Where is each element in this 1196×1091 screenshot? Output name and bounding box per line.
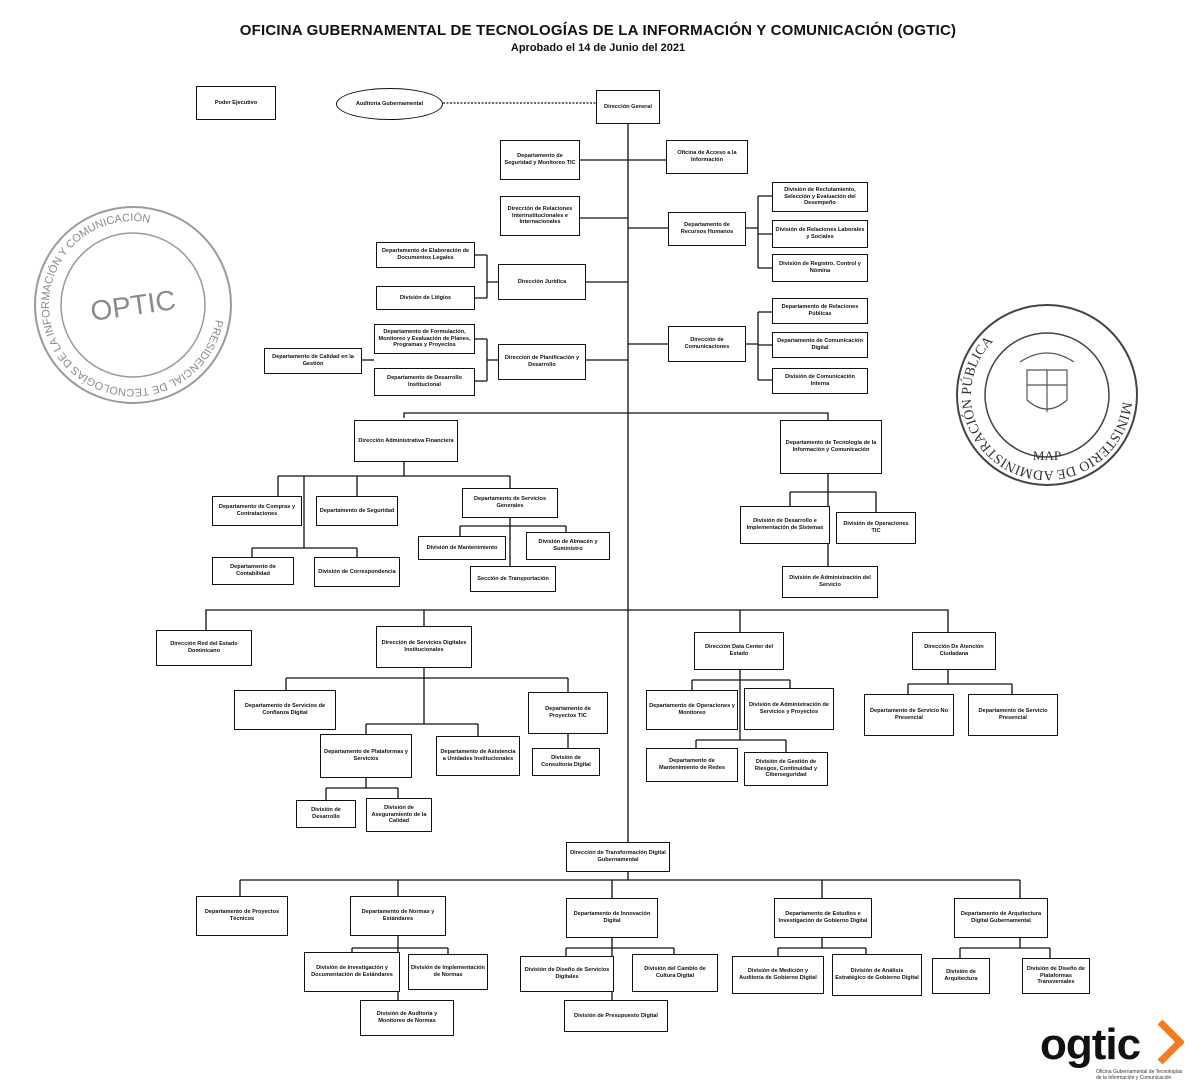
node-gestion-riesgos: División de Gestión de Riesgos, Continui… bbox=[744, 752, 828, 786]
node-correspondencia: División de Correspondencia bbox=[314, 557, 400, 587]
node-servicios-digitales: Dirección de Servicios Digitales Institu… bbox=[376, 626, 472, 668]
node-auditoria-gubernamental: Auditoría Gubernamental bbox=[336, 88, 443, 120]
node-comunicacion-digital: Departamento de Comunicación Digital bbox=[772, 332, 868, 358]
node-diseno-servicios: División de Diseño de Servicios Digitale… bbox=[520, 956, 614, 992]
node-seguridad: Departamento de Seguridad bbox=[316, 496, 398, 526]
node-transportacion: Sección de Transportación bbox=[470, 566, 556, 592]
node-direccion-comunicaciones: Dirección de Comunicaciones bbox=[668, 326, 746, 362]
node-division-arquitectura: División de Arquitectura bbox=[932, 958, 990, 994]
ogtic-logo-word: ogtic bbox=[1040, 1020, 1141, 1069]
node-proyectos-tic: Departamento de Proyectos TIC bbox=[528, 692, 608, 734]
node-servicio-no-presencial: Departamento de Servicio No Presencial bbox=[864, 694, 954, 736]
node-aseguramiento-calidad: División de Aseguramiento de la Calidad bbox=[366, 798, 432, 832]
chart-subtitle: Aprobado el 14 de Junio del 2021 bbox=[510, 42, 686, 54]
ogtic-logo-subtitle: Oficina Gubernamental de Tecnologías de … bbox=[1096, 1069, 1183, 1081]
node-division-desarrollo: División de Desarrollo bbox=[296, 800, 356, 828]
node-relaciones-publicas: Departamento de Relaciones Públicas bbox=[772, 298, 868, 324]
node-division-litigios: División de Litigios bbox=[376, 286, 475, 310]
node-desarrollo-sistemas: División de Desarrollo e Implementación … bbox=[740, 506, 830, 544]
node-investigacion-estandares: División de Investigación y Documentació… bbox=[304, 952, 400, 992]
node-compras-contrataciones: Departamento de Compras y Contrataciones bbox=[212, 496, 302, 526]
node-presupuesto-digital: División de Presupuesto Digital bbox=[564, 1000, 668, 1032]
node-contabilidad: Departamento de Contabilidad bbox=[212, 557, 294, 585]
node-poder-ejecutivo: Poder Ejecutivo bbox=[196, 86, 276, 120]
ogtic-logo: ogtic Oficina Gubernamental de Tecnologí… bbox=[1030, 1012, 1190, 1087]
node-direccion-general: Dirección General bbox=[596, 90, 660, 124]
node-transformacion-digital: Dirección de Transformación Digital Gube… bbox=[566, 842, 670, 872]
node-desarrollo-institucional: Departamento de Desarrollo Institucional bbox=[374, 368, 475, 396]
map-stamp: MINISTERIO DE ADMINISTRACIÓN PÚBLICA MAP bbox=[952, 304, 1139, 489]
coat-of-arms-icon bbox=[1019, 352, 1075, 412]
node-red-estado: Dirección Red del Estado Dominicano bbox=[156, 630, 252, 666]
node-innovacion-digital: Departamento de Innovación Digital bbox=[566, 898, 658, 938]
node-operaciones-tic: División de Operaciones TIC bbox=[836, 512, 916, 544]
node-data-center: Dirección Data Center del Estado bbox=[694, 632, 784, 670]
optic-stamp: PRESIDENCIAL DE TECNOLOGÍAS DE LA INFORM… bbox=[28, 200, 238, 410]
node-rrhh-registro: División de Registro, Control y Nómina bbox=[772, 254, 868, 282]
node-proyectos-tecnicos: Departamento de Proyectos Técnicos bbox=[196, 896, 288, 936]
node-almacen-suministro: División de Almacén y Suministro bbox=[526, 532, 610, 560]
node-diseno-plataformas: División de Diseño de Plataformas Transv… bbox=[1022, 958, 1090, 994]
node-plataformas-servicios: Departamento de Plataformas y Servicios bbox=[320, 734, 412, 778]
node-analisis-estrategico: División de Análisis Estratégico de Gobi… bbox=[832, 954, 922, 996]
node-asistencia-unidades: Departamento de Asistencia a Unidades In… bbox=[436, 736, 520, 776]
node-medicion-auditoria: División de Medición y Auditoría de Gobi… bbox=[732, 956, 824, 994]
node-seguridad-monitoreo: Departamento de Seguridad y Monitoreo TI… bbox=[500, 140, 580, 180]
node-operaciones-monitoreo: Departamento de Operaciones y Monitoreo bbox=[646, 690, 738, 730]
map-stamp-ring-text: MINISTERIO DE ADMINISTRACIÓN PÚBLICA bbox=[952, 331, 1139, 489]
node-mantenimiento-redes: Departamento de Mantenimiento de Redes bbox=[646, 748, 738, 782]
node-comunicacion-interna: División de Comunicación Interna bbox=[772, 368, 868, 394]
node-administrativa-financiera: Dirección Administrativa Financiera bbox=[354, 420, 458, 462]
node-cambio-cultura: División del Cambio de Cultura Digital bbox=[632, 954, 718, 992]
node-rrhh-reclutamiento: División de Reclutamiento, Selección y E… bbox=[772, 182, 868, 212]
svg-text:MINISTERIO DE ADMINISTRACIÓN P: MINISTERIO DE ADMINISTRACIÓN PÚBLICA bbox=[952, 331, 1139, 489]
node-rrhh-relaciones-laborales: División de Relaciones Laborales y Socia… bbox=[772, 220, 868, 248]
node-atencion-ciudadana: Dirección De Atención Ciudadana bbox=[912, 632, 996, 670]
chevron-right-icon bbox=[1158, 1020, 1184, 1064]
node-oficina-acceso: Oficina de Acceso a la Información bbox=[666, 140, 748, 174]
node-formulacion-planes: Departamento de Formulación, Monitoreo y… bbox=[374, 324, 475, 354]
node-estudios-investigacion: Departamento de Estudios e Investigación… bbox=[774, 898, 872, 938]
node-implementacion-normas: División de Implementación de Normas bbox=[408, 954, 488, 990]
chart-title: OFICINA GUBERNAMENTAL DE TECNOLOGÍAS DE … bbox=[239, 22, 957, 39]
node-tecnologia-informacion: Departamento de Tecnología de la Informa… bbox=[780, 420, 882, 474]
node-administracion-servicio: División de Administración del Servicio bbox=[782, 566, 878, 598]
node-confianza-digital: Departamento de Servicios de Confianza D… bbox=[234, 690, 336, 730]
optic-stamp-word: OPTIC bbox=[89, 284, 178, 327]
node-direccion-juridica: Dirección Jurídica bbox=[498, 264, 586, 300]
node-planificacion-desarrollo: Dirección de Planificación y Desarrollo bbox=[498, 344, 586, 380]
node-mantenimiento: División de Mantenimiento bbox=[418, 536, 506, 560]
node-calidad-gestion: Departamento de Calidad en la Gestión bbox=[264, 348, 362, 374]
node-relaciones-interinstitucionales: Dirección de Relaciones Interinstitucion… bbox=[500, 196, 580, 236]
node-administracion-servicios: División de Administración de Servicios … bbox=[744, 688, 834, 730]
node-auditoria-normas: División de Auditoría y Monitoreo de Nor… bbox=[360, 1000, 454, 1036]
node-servicio-presencial: Departamento de Servicio Presencial bbox=[968, 694, 1058, 736]
node-recursos-humanos: Departamento de Recursos Humanos bbox=[668, 212, 746, 246]
node-servicios-generales: Departamento de Servicios Generales bbox=[462, 488, 558, 518]
map-stamp-word: MAP bbox=[1033, 448, 1061, 463]
node-normas-estandares: Departamento de Normas y Estándares bbox=[350, 896, 446, 936]
node-consultoria-digital: División de Consultoría Digital bbox=[532, 748, 600, 776]
node-elaboracion-documentos: Departamento de Elaboración de Documento… bbox=[376, 242, 475, 268]
node-arquitectura-digital: Departamento de Arquitectura Digital Gub… bbox=[954, 898, 1048, 938]
